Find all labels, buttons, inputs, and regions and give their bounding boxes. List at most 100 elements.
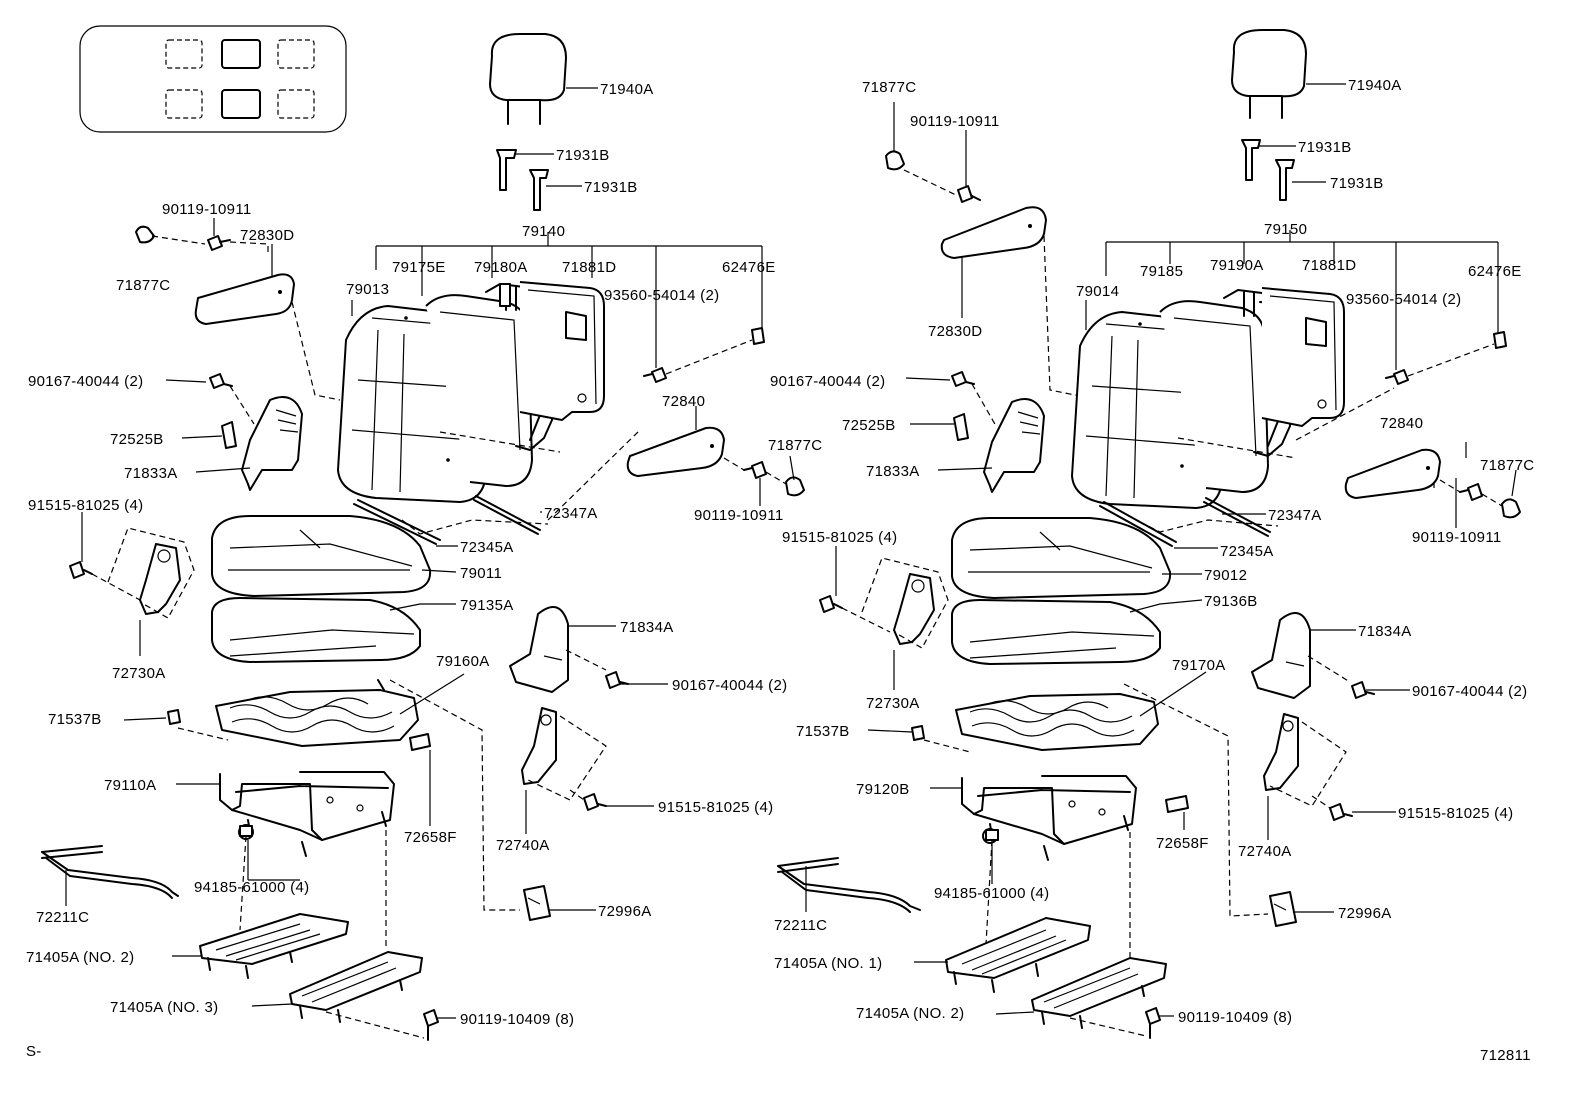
seatback-rod-left — [353, 495, 541, 545]
label-79135a: 79135A — [460, 597, 514, 614]
headrest-left — [489, 33, 567, 125]
label-72345a: 72345A — [1220, 543, 1274, 560]
label-71834a: 71834A — [620, 619, 674, 636]
label-71405a-no1: 71405A (NO. 1) — [774, 955, 882, 972]
seat-track-no1-right — [945, 917, 1091, 993]
bolt-90119-10409-right — [1145, 1007, 1161, 1039]
label-79136b: 79136B — [1204, 593, 1258, 610]
label-section-prefix: S- — [26, 1043, 42, 1060]
label-91515-81025: 91515-81025 (4) — [782, 529, 897, 546]
label-79170a: 79170A — [1172, 657, 1226, 674]
trim-72996a-right — [1269, 891, 1297, 927]
label-79185: 79185 — [1140, 263, 1183, 280]
armrest-mid — [940, 206, 1047, 259]
armrest-72840-left — [626, 426, 725, 477]
armrest-72840-right — [1344, 448, 1441, 499]
seat-cushion-left — [211, 515, 432, 597]
label-72830d: 72830D — [240, 227, 294, 244]
label-91515-81025: 91515-81025 (4) — [658, 799, 773, 816]
label-93560-54014: 93560-54014 (2) — [604, 287, 719, 304]
label-79180a: 79180A — [474, 259, 528, 276]
label-79120b: 79120B — [856, 781, 910, 798]
label-90119-10911: 90119-10911 — [910, 113, 1000, 130]
seat-back-pad-right — [1159, 300, 1269, 493]
label-90119-10911: 90119-10911 — [1412, 529, 1502, 546]
seat-frame-left — [219, 771, 395, 857]
label-72347a: 72347A — [1268, 507, 1322, 524]
recliner-cover-right — [983, 398, 1045, 493]
label-90167-40044: 90167-40044 (2) — [1412, 683, 1527, 700]
screw-93560-left — [643, 367, 667, 383]
label-71931b: 71931B — [556, 147, 610, 164]
label-72211c: 72211C — [36, 909, 89, 926]
headrest-right — [1231, 29, 1307, 119]
bolt-mid-1 — [957, 185, 981, 203]
label-71877c: 71877C — [1480, 457, 1534, 474]
label-71834a: 71834A — [1358, 623, 1412, 640]
label-72347a: 72347A — [544, 505, 598, 522]
label-diagram-number: 712811 — [1480, 1047, 1531, 1064]
cap-right-2 — [1501, 498, 1521, 519]
bolt-90167-b-left — [605, 671, 629, 689]
label-72525b: 72525B — [110, 431, 164, 448]
label-79012: 79012 — [1204, 567, 1247, 584]
label-72840: 72840 — [662, 393, 705, 410]
trim-72996a-left — [523, 885, 551, 921]
label-72730a: 72730A — [112, 665, 166, 682]
recliner-72730a-left — [69, 527, 195, 619]
label-79140: 79140 — [522, 223, 565, 240]
label-79013: 79013 — [346, 281, 389, 298]
label-71877c: 71877C — [862, 79, 916, 96]
bolt-90167-left — [209, 373, 233, 389]
nut-94185-left — [239, 825, 253, 837]
bolt-90167-right — [951, 371, 975, 387]
label-71881d: 71881D — [1302, 257, 1356, 274]
seat-frame-right — [961, 775, 1137, 861]
bolt-90167-b-right — [1351, 681, 1375, 699]
label-72740a: 72740A — [1238, 843, 1292, 860]
cap-left-1 — [135, 225, 155, 244]
label-72525b: 72525B — [842, 417, 896, 434]
bolt-left-1 — [207, 235, 231, 251]
nut-94185-right — [985, 829, 999, 841]
clip-71537b-right — [911, 725, 925, 741]
label-71931b: 71931B — [584, 179, 638, 196]
backboard-clip-left — [751, 327, 765, 345]
screw-93560-right — [1385, 369, 1409, 385]
label-79150: 79150 — [1264, 221, 1307, 238]
side-cover-71834a-right — [1251, 611, 1311, 699]
label-90119-10911: 90119-10911 — [694, 507, 784, 524]
bolt-right-2 — [1459, 483, 1483, 501]
label-71881d: 71881D — [562, 259, 616, 276]
recliner-72730a-right — [819, 557, 949, 649]
label-62476e: 62476E — [1468, 263, 1522, 280]
seat-cushion-pad-right — [951, 599, 1161, 665]
cap-mid-2 — [785, 476, 805, 497]
label-72996a: 72996A — [598, 903, 652, 920]
label-72740a: 72740A — [496, 837, 550, 854]
bolt-mid-2 — [743, 461, 767, 479]
track-adjuster-72740a-right — [1263, 713, 1353, 821]
label-90119-10409: 90119-10409 (8) — [460, 1011, 574, 1028]
label-79175e: 79175E — [392, 259, 446, 276]
vehicle-seat-locator — [79, 25, 347, 133]
label-62476e: 62476E — [722, 259, 776, 276]
label-71405a-no2: 71405A (NO. 2) — [856, 1005, 964, 1022]
seat-cushion-pad-left — [211, 597, 421, 663]
seatback-rod-right — [1099, 497, 1271, 547]
label-79014: 79014 — [1076, 283, 1119, 300]
seat-back-board-right — [1261, 287, 1345, 427]
label-72658f: 72658F — [1156, 835, 1209, 852]
side-cover-71834a-left — [509, 605, 569, 693]
clip-72525b-left — [221, 421, 237, 449]
headrest-guide-right — [1241, 139, 1295, 201]
cap-mid-1 — [885, 150, 905, 171]
label-72345a: 72345A — [460, 539, 514, 556]
label-79160a: 79160A — [436, 653, 490, 670]
label-90119-10409: 90119-10409 (8) — [1178, 1009, 1292, 1026]
label-72658f: 72658F — [404, 829, 457, 846]
label-72996a: 72996A — [1338, 905, 1392, 922]
bolt-90119-10409-left — [423, 1009, 439, 1041]
label-90167-40044: 90167-40044 (2) — [672, 677, 787, 694]
